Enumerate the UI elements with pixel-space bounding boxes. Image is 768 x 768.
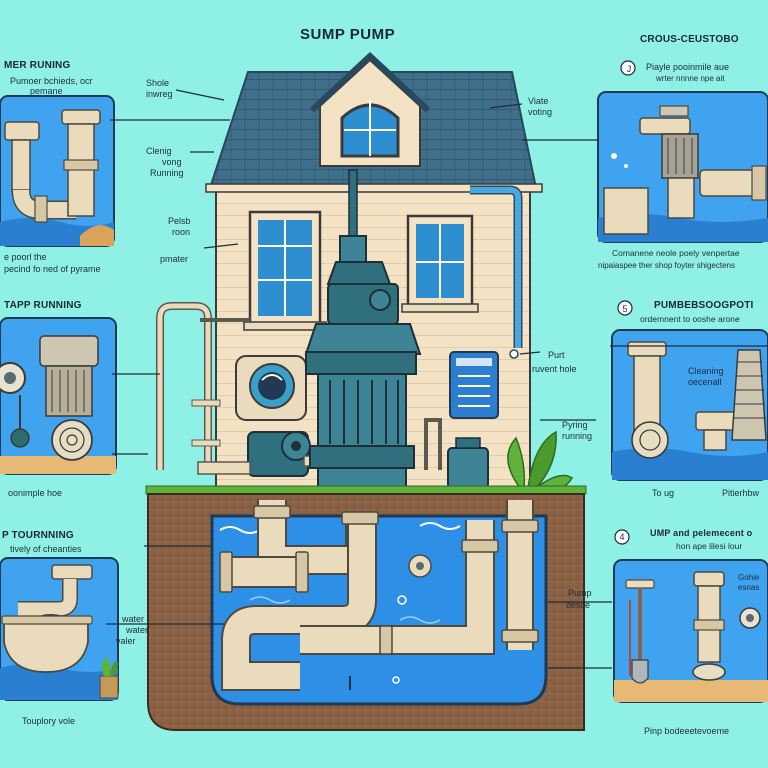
left-panel-2-caption: oonimple hoe	[8, 488, 63, 498]
right-panel-2-badge: 5	[622, 304, 628, 314]
callout-pump-oesce-1: Pump	[568, 588, 592, 598]
left-panel-3-desc: tively of cheanties	[10, 544, 82, 554]
left-panel-3	[0, 557, 119, 701]
right-panel-3-desc: hon ape lilesi lour	[676, 541, 743, 551]
right-panel-2	[611, 329, 768, 481]
callout-viate-1: Viate	[528, 96, 549, 106]
left-panel-2-heading: TAPP RUNNING	[4, 300, 82, 311]
right-panel-1-caption-1: Comanene neole poely venpertae	[612, 248, 740, 258]
right-panel-2-inner-label-1: Cleaning	[688, 366, 724, 376]
badge-3-icon	[614, 529, 630, 545]
right-panel-2-caption-left: To ug	[652, 488, 675, 498]
callout-polish-1: Pelsb	[168, 216, 191, 226]
callout-water-2: water	[126, 625, 149, 635]
pipe-icon	[221, 500, 534, 691]
plant-icon	[99, 658, 119, 699]
plant-icon	[507, 430, 573, 491]
sump-pump-icon	[0, 335, 99, 461]
callout-cleanig-3: Running	[150, 168, 184, 178]
badge-1-icon	[620, 60, 636, 76]
callout-cleanig-1: Clenig	[146, 146, 172, 156]
right-panel-3-inner-label-1: Gohie	[738, 573, 760, 582]
shovel-icon	[625, 579, 655, 684]
right-panel-1	[597, 91, 768, 243]
right-panel-2-caption-right: Pitierhbw	[722, 488, 760, 498]
right-panel-3-inner-label-2: esnas	[738, 583, 760, 592]
window-icon	[340, 100, 400, 158]
right-panel-1-caption-2: nipaiaspee ther shop foyter shigectens	[598, 261, 735, 270]
right-panel-3-badge: 4	[619, 532, 625, 542]
right-panel-2-desc: ordemnent to ooshe arone	[640, 314, 740, 324]
right-panel-3-heading: UMP and pelemecent o	[650, 528, 753, 538]
left-panel-1-caption-2: pecind fo ned of pyrame	[4, 264, 101, 274]
left-panel-1-heading: MER RUNING	[4, 60, 71, 71]
pipe-icon	[4, 109, 101, 223]
right-panel-2-heading: PUMBEBSOOGPOTI	[654, 300, 754, 311]
callout-purt-1: Purt	[548, 350, 565, 360]
right-panel-3	[613, 559, 768, 703]
left-panel-3-heading: P TOURNNING	[2, 530, 74, 541]
callout-viate-2: voting	[528, 107, 553, 117]
left-panel-1-desc-1: Pumoer bchieds, ocr	[10, 76, 93, 86]
valve-icon	[639, 105, 767, 219]
callout-water-3: valer	[116, 636, 136, 646]
left-panel-1-caption-1: e poorl the	[4, 252, 47, 262]
callout-pump-oesce-2: oesce	[566, 600, 591, 610]
pressure-gauge-icon	[235, 355, 307, 421]
right-panel-1-desc-2: wrter nnnne npe ait	[656, 74, 725, 83]
right-panel-3-caption: Pinp bodeeetevoeme	[644, 726, 730, 736]
callout-water-1: water	[122, 614, 145, 624]
left-panel-2	[0, 317, 117, 475]
window-icon	[243, 210, 327, 331]
callout-cleanig-2: vong	[162, 157, 182, 167]
window-icon	[401, 214, 479, 313]
callout-pyring-2: running	[562, 431, 593, 441]
callout-pmater: pmater	[160, 254, 189, 264]
right-panel-1-desc-1: Piayle pooinmile aue	[646, 62, 730, 72]
valve-icon	[408, 554, 432, 578]
diagram-title: SUMP PUMP	[300, 26, 396, 43]
pipe-icon	[692, 571, 761, 681]
pipe-icon	[627, 341, 767, 459]
right-panel-1-heading: CROUS-CEUSTOBO	[640, 34, 739, 45]
left-panel-3-caption: Touplory vole	[22, 716, 76, 726]
badge-2-icon	[617, 300, 633, 316]
callout-purt-2: ruvent hole	[532, 364, 577, 374]
left-panel-1-desc-2: pemane	[30, 86, 63, 96]
callout-polish-2: roon	[172, 227, 191, 237]
callout-shole-2: inwreg	[146, 89, 173, 99]
left-panel-1	[0, 95, 115, 247]
callout-shole-1: Shole	[146, 78, 170, 88]
control-panel-icon	[449, 351, 499, 419]
right-panel-2-inner-label-2: oecenall	[688, 377, 722, 387]
right-panel-1-badge: J	[626, 64, 632, 74]
callout-pyring-1: Pyring	[562, 420, 588, 430]
pipe-icon	[1, 564, 93, 673]
